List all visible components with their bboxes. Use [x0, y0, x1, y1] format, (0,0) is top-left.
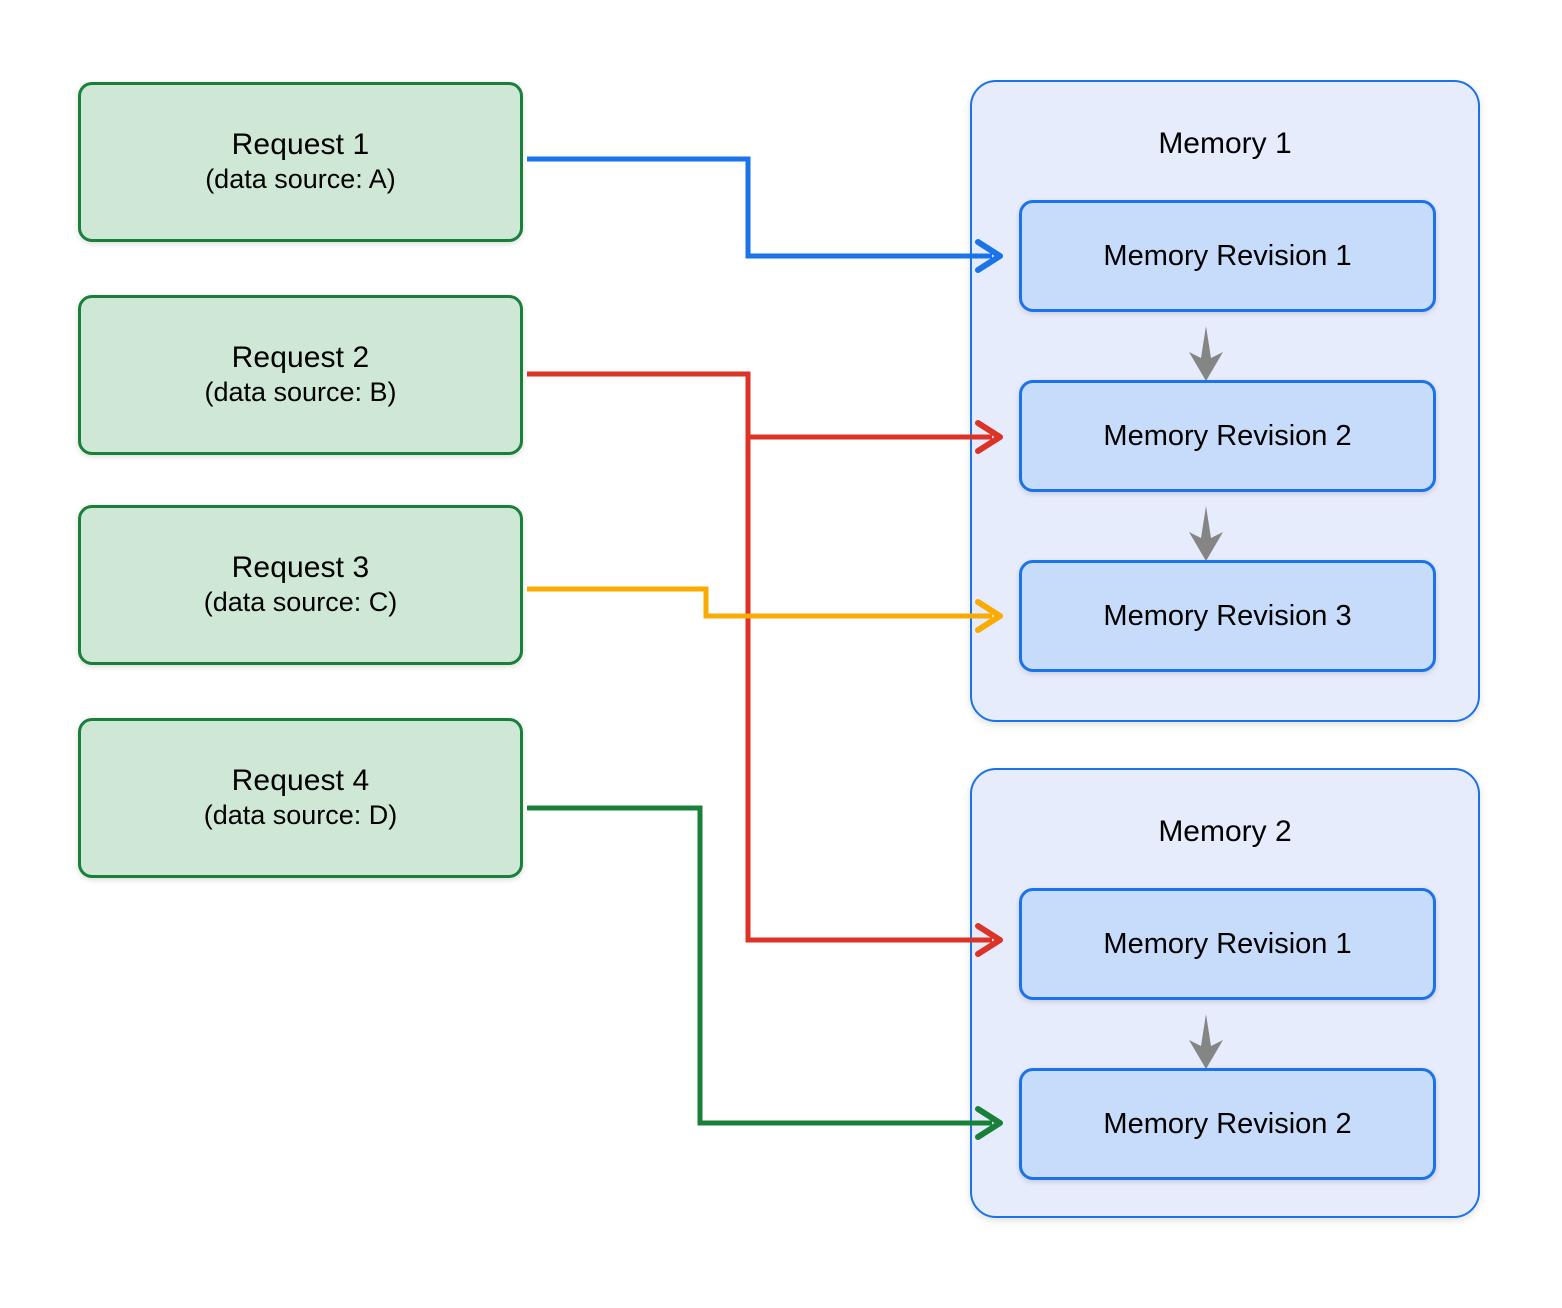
sequence-arrow-down-icon	[1189, 1014, 1223, 1069]
connector-request-4-to-memory-2-revision-2	[527, 805, 1003, 1140]
request-box-2[interactable]: Request 2 (data source: B)	[78, 295, 523, 455]
connector-request-2-to-memory-1-revision-2	[527, 371, 1003, 454]
request-box-3[interactable]: Request 3 (data source: C)	[78, 505, 523, 665]
connector-request-1-to-memory-1-revision-1	[527, 156, 1003, 273]
sequence-arrow-down-icon	[1189, 326, 1223, 381]
memory-1-revision-2-label: Memory Revision 2	[1103, 419, 1352, 452]
memory-2-revision-2-label: Memory Revision 2	[1103, 1107, 1352, 1140]
memory-1-title: Memory 1	[1158, 127, 1292, 160]
request-1-subtitle: (data source: A)	[205, 163, 396, 194]
request-2-subtitle: (data source: B)	[204, 376, 397, 407]
request-box-4[interactable]: Request 4 (data source: D)	[78, 718, 523, 878]
memory-1-revision-2[interactable]: Memory Revision 2	[1019, 380, 1436, 492]
request-1-title: Request 1	[231, 128, 370, 162]
memory-container-2[interactable]: Memory 2 Memory Revision 1 Memory Revisi…	[970, 768, 1480, 1218]
memory-1-revision-1[interactable]: Memory Revision 1	[1019, 200, 1436, 312]
connector-request-3-to-memory-1-revision-3	[527, 586, 1003, 633]
connector-request-2-to-memory-2-revision-1	[745, 437, 1003, 957]
sequence-arrow-down-icon	[1189, 506, 1223, 561]
memory-1-revision-3-label: Memory Revision 3	[1103, 599, 1352, 632]
memory-2-title: Memory 2	[1158, 815, 1292, 848]
memory-1-revision-1-label: Memory Revision 1	[1103, 239, 1352, 272]
memory-2-revision-1-label: Memory Revision 1	[1103, 927, 1352, 960]
request-4-title: Request 4	[231, 764, 370, 798]
memory-2-revision-2[interactable]: Memory Revision 2	[1019, 1068, 1436, 1180]
request-box-1[interactable]: Request 1 (data source: A)	[78, 82, 523, 242]
request-3-subtitle: (data source: C)	[203, 586, 398, 617]
memory-2-revision-1[interactable]: Memory Revision 1	[1019, 888, 1436, 1000]
request-4-subtitle: (data source: D)	[203, 799, 398, 830]
request-3-title: Request 3	[231, 551, 370, 585]
memory-1-revision-3[interactable]: Memory Revision 3	[1019, 560, 1436, 672]
memory-container-1[interactable]: Memory 1 Memory Revision 1 Memory Revisi…	[970, 80, 1480, 722]
request-2-title: Request 2	[231, 341, 370, 375]
